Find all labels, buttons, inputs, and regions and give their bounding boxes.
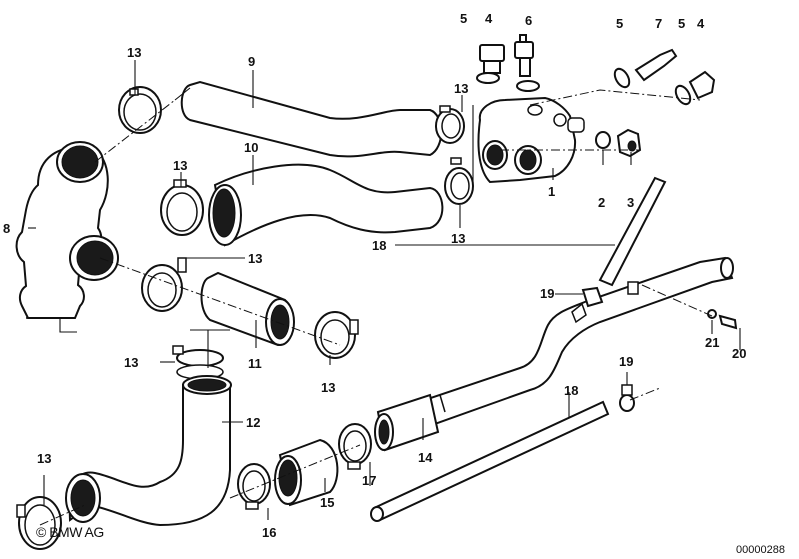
callout-13-d[interactable]: 13 (451, 231, 465, 246)
hose-part-18-upper[interactable] (598, 176, 667, 287)
callout-5-top[interactable]: 5 (460, 11, 467, 26)
seal-ring-part-5-top[interactable] (476, 72, 500, 84)
callout-16[interactable]: 16 (262, 525, 276, 540)
callout-5-right-a[interactable]: 5 (616, 16, 623, 31)
callout-3[interactable]: 3 (627, 195, 634, 210)
callout-6[interactable]: 6 (525, 13, 532, 28)
callout-12[interactable]: 12 (246, 415, 260, 430)
water-housing-part-1[interactable] (477, 96, 585, 184)
straight-hose-part-11[interactable] (200, 271, 295, 347)
callout-13-c[interactable]: 13 (454, 81, 468, 96)
hose-clamp-part-13-d[interactable] (444, 157, 474, 205)
hose-clamp-part-13-f[interactable] (314, 311, 359, 359)
callout-19-lower[interactable]: 19 (619, 354, 633, 369)
screw-plug-part-4-right[interactable] (688, 70, 716, 100)
upper-hose-part-9[interactable] (180, 80, 443, 158)
nut-part-3[interactable] (616, 128, 642, 158)
leader-lines (28, 60, 741, 520)
callout-13-b[interactable]: 13 (173, 158, 187, 173)
temp-switch-part-7[interactable] (634, 48, 678, 82)
callout-5-right-b[interactable]: 5 (678, 16, 685, 31)
callout-15[interactable]: 15 (320, 495, 334, 510)
callout-17[interactable]: 17 (362, 473, 376, 488)
seal-ring-part-5-right-a[interactable] (612, 66, 632, 89)
thermostat-housing-part-8[interactable] (15, 141, 119, 333)
callout-13-g[interactable]: 13 (124, 355, 138, 370)
callout-labels: 1 2 3 4 4 5 5 5 6 7 8 9 10 11 12 13 13 1… (3, 11, 746, 540)
seal-ring-part-5-right-b[interactable] (673, 83, 693, 106)
copyright-notice: © BMW AG (36, 524, 104, 540)
pipe-sleeve-part-14[interactable] (374, 393, 440, 452)
screw-plug-part-4-top[interactable] (479, 44, 505, 74)
hose-clamp-part-13-c[interactable] (435, 105, 465, 144)
callout-21[interactable]: 21 (705, 335, 719, 350)
water-pipe[interactable] (378, 256, 734, 442)
callout-18-lower[interactable]: 18 (564, 383, 578, 398)
callout-13-e[interactable]: 13 (248, 251, 262, 266)
hose-part-18-lower[interactable] (370, 400, 610, 522)
callout-13-f[interactable]: 13 (321, 380, 335, 395)
callout-10[interactable]: 10 (244, 140, 258, 155)
bolt-part-20[interactable] (718, 314, 738, 330)
diagram-id: 00000288 (736, 544, 785, 556)
callout-4-right[interactable]: 4 (697, 16, 705, 31)
callout-14[interactable]: 14 (418, 450, 433, 465)
hose-clamp-part-13-g[interactable] (172, 345, 224, 380)
hose-clamp-part-16[interactable] (237, 463, 271, 510)
callout-20[interactable]: 20 (732, 346, 746, 361)
elbow-hose-part-12[interactable] (65, 375, 232, 527)
callout-1[interactable]: 1 (548, 184, 555, 199)
hose-clamp-part-13-e[interactable] (141, 257, 187, 312)
hose-clamp-part-13-a[interactable] (118, 86, 162, 134)
callout-4-top[interactable]: 4 (485, 11, 493, 26)
temp-sensor-part-6[interactable] (514, 34, 534, 77)
hose-clamp-part-17[interactable] (338, 423, 372, 470)
callout-9[interactable]: 9 (248, 54, 255, 69)
hose-clip-part-19-upper[interactable] (571, 286, 604, 324)
hose-clamp-part-13-h[interactable] (16, 496, 62, 550)
short-hose-part-15[interactable] (274, 438, 339, 507)
hose-clamp-part-13-b[interactable] (160, 179, 204, 236)
callout-19-upper[interactable]: 19 (540, 286, 554, 301)
nut-part-21[interactable] (707, 309, 717, 319)
hose-clip-part-19-lower[interactable] (619, 384, 635, 412)
washer-part-2[interactable] (595, 131, 611, 149)
callout-8[interactable]: 8 (3, 221, 10, 236)
alignment-lines (39, 87, 713, 526)
callout-11[interactable]: 11 (248, 356, 262, 371)
callout-13-a[interactable]: 13 (127, 45, 141, 60)
callout-18-upper[interactable]: 18 (372, 238, 386, 253)
callout-2[interactable]: 2 (598, 195, 605, 210)
callout-7[interactable]: 7 (655, 16, 662, 31)
lower-hose-part-10[interactable] (208, 163, 444, 247)
callout-13-h[interactable]: 13 (37, 451, 51, 466)
seal-ring-part-5-mid[interactable] (516, 80, 540, 92)
